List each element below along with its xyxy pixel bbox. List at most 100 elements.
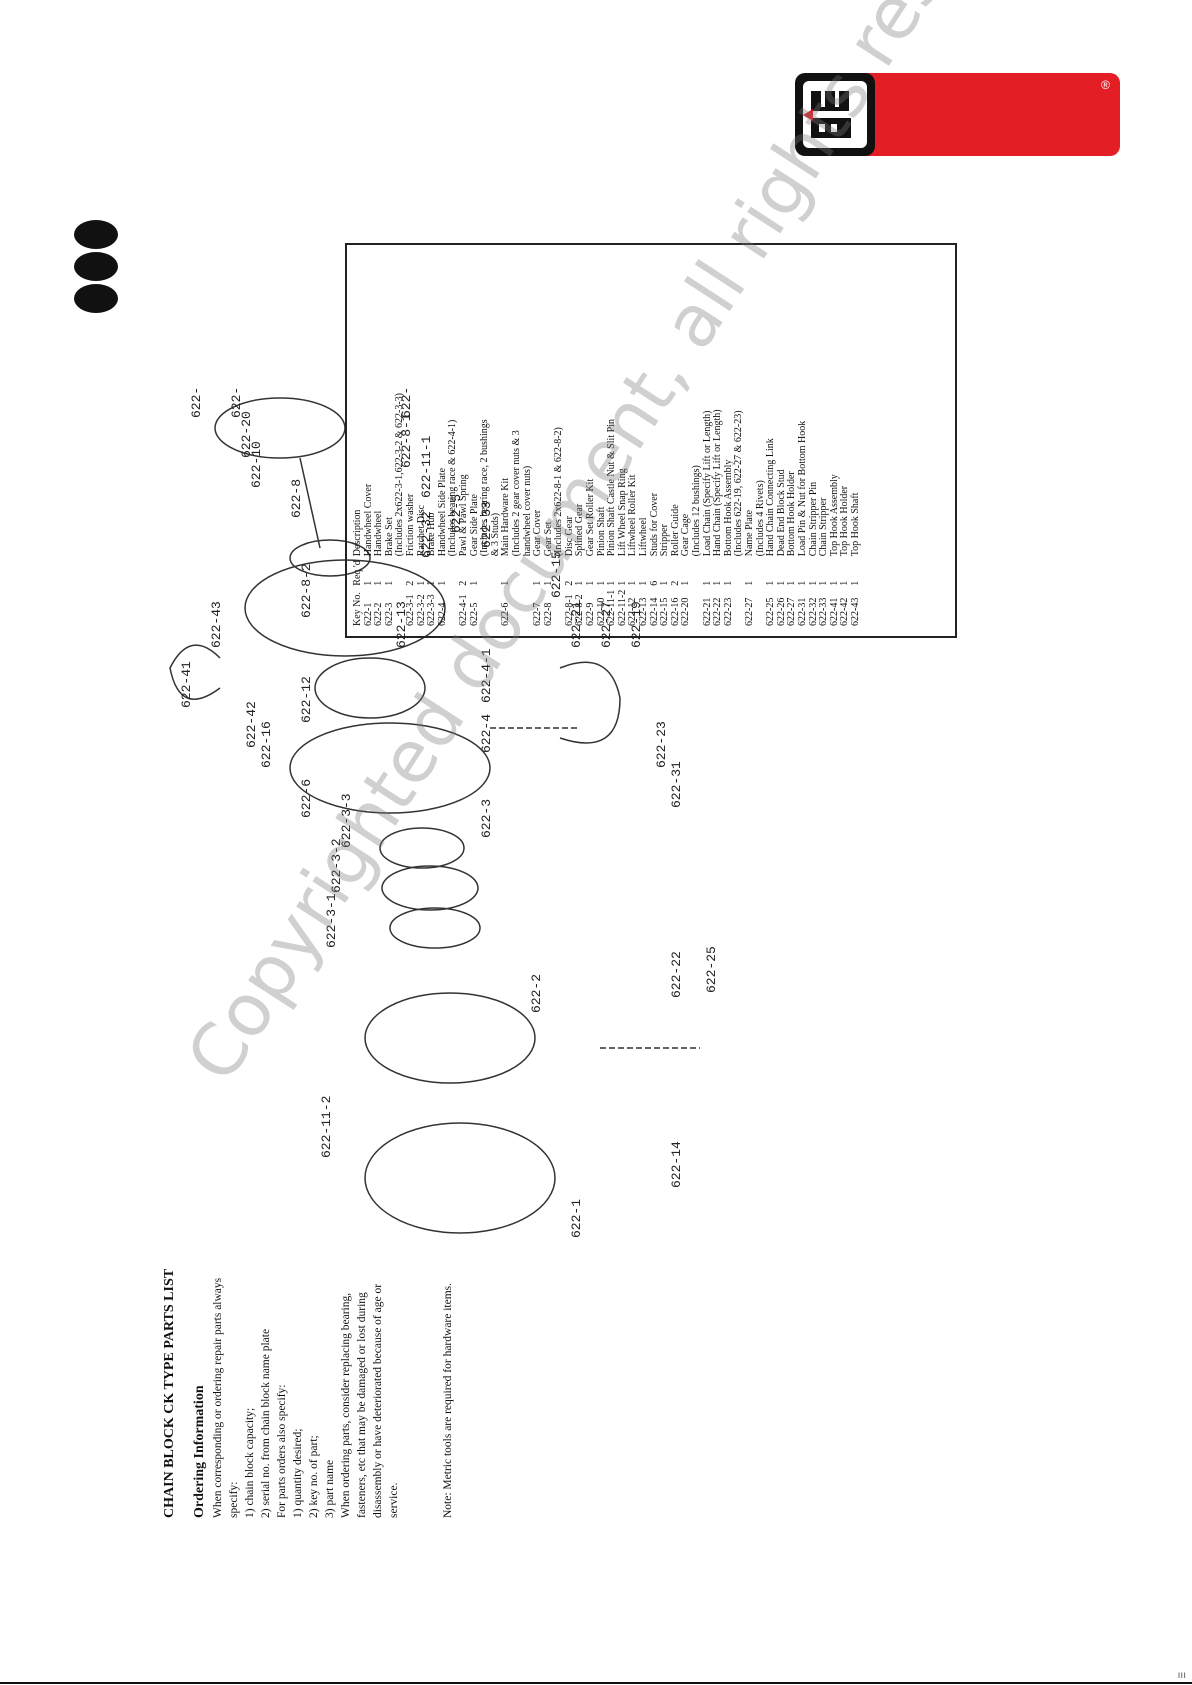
- handwheel-shape: [364, 992, 536, 1084]
- part-label: 622-14: [669, 1141, 684, 1188]
- pinion-shaft-shape: [299, 457, 321, 549]
- part-key: 622-23: [722, 597, 734, 626]
- logo-red-band: ®: [865, 73, 1120, 156]
- ordering-item: 3) part name: [324, 1459, 336, 1518]
- part-key: 622-3: [383, 602, 395, 626]
- part-label: 622-11-2: [319, 1096, 334, 1158]
- part-desc: Pawl & Pawl Spring: [457, 474, 469, 557]
- part-desc: Friction washer: [404, 493, 416, 557]
- part-label: 622-3-2: [329, 838, 344, 893]
- part-label: 622-13: [394, 601, 409, 648]
- part-label: 622-42: [244, 701, 259, 748]
- key-no-header: Key No.: [352, 592, 363, 626]
- part-req: 2: [457, 580, 469, 586]
- part-label: 622-20: [239, 411, 254, 458]
- handwheel-cover-shape: [364, 1122, 556, 1234]
- part-label: 622-4: [479, 714, 494, 753]
- part-req: 2: [404, 580, 416, 586]
- part-label: 622-7: [189, 388, 204, 418]
- part-label: 622-8-1: [399, 413, 414, 468]
- part-label: 622-3-3: [339, 793, 354, 848]
- part-label: 622-8: [289, 479, 304, 518]
- part-label: 622-1: [569, 1199, 584, 1238]
- metric-note: Note: Metric tools are required for hard…: [442, 1282, 454, 1518]
- gear-cage-shape: [214, 397, 346, 459]
- side-plate-shape: [289, 722, 491, 814]
- bullet-dot: [74, 220, 118, 249]
- part-label: 622-33: [479, 501, 494, 548]
- part-label: 622-32: [419, 511, 434, 558]
- req-header: Req 'd: [352, 560, 363, 586]
- part-label: 622-10: [249, 441, 264, 488]
- part-label: 622-8-2: [299, 563, 314, 618]
- part-label: 622-25: [704, 946, 719, 993]
- splined-gear-shape: [289, 539, 371, 577]
- part-label: 622-6: [229, 388, 244, 418]
- part-label: 622-16: [259, 721, 274, 768]
- part-label: 622-5: [449, 494, 464, 533]
- part-label: 622-11-1: [419, 435, 434, 498]
- part-label: 622-4-1: [479, 648, 494, 703]
- part-label: 622-41: [179, 661, 194, 708]
- part-label: 622-6: [299, 779, 314, 818]
- part-key: [692, 586, 703, 626]
- bottom-hook-shape: [559, 661, 621, 744]
- part-key: 622-20: [680, 597, 692, 626]
- bottom-rule: [0, 1682, 1192, 1684]
- part-req: 1: [436, 580, 448, 586]
- part-req: 1: [722, 580, 734, 586]
- part-req: 1: [796, 580, 808, 586]
- part-key: 622-27: [743, 597, 755, 626]
- bullet-dot: [74, 284, 118, 313]
- parts-row: (Includes 622-19, 622-27 & 622-23): [733, 389, 745, 626]
- part-req: 1: [680, 580, 692, 586]
- part-req: 1: [849, 580, 861, 586]
- part-desc: (Includes 12 bushings): [691, 465, 702, 557]
- part-label: 622-3-1: [324, 893, 339, 948]
- friction-washer-shape: [389, 907, 481, 949]
- part-desc: Load Pin & Nut for Bottom Hook: [796, 420, 808, 557]
- exploded-parts-diagram: 622-1 622-14 622-11-2 622-2 2 622-25 622-…: [169, 388, 719, 1238]
- part-key: 622-3-1: [404, 594, 416, 626]
- parts-row: 622-3-1 2 Friction washer: [404, 389, 417, 626]
- part-label: 622-27: [599, 601, 614, 648]
- part-label: 622-19: [629, 601, 644, 648]
- part-label: 622-43: [209, 601, 224, 648]
- part-key: 622-43: [849, 597, 861, 626]
- page-title: CHAIN BLOCK CK TYPE PARTS LIST: [162, 1268, 177, 1518]
- top-hook-shape: [169, 644, 221, 700]
- gear-side-plate-shape: [244, 559, 446, 657]
- part-label: 622-21: [569, 601, 584, 648]
- part-label: 622-31: [669, 761, 684, 808]
- part-key: 622-31: [796, 597, 808, 626]
- logo-mark: [795, 73, 875, 156]
- ordering-item: 1) quantity desired;: [292, 1428, 304, 1518]
- mw-logo-icon: [803, 81, 867, 148]
- part-req: 1: [383, 580, 395, 586]
- ordering-item: 2) key no. of part;: [308, 1435, 320, 1518]
- parts-row: 622-43 1 Top Hook Shaft: [849, 389, 862, 626]
- part-label: 622-23: [654, 721, 669, 768]
- parts-row: 622-31 1 Load Pin & Nut for Bottom Hook: [796, 389, 809, 626]
- ordering-information: Ordering Information When corresponding …: [192, 1258, 402, 1518]
- part-key: 622-4: [436, 602, 448, 626]
- description-header: Description: [352, 509, 363, 557]
- part-label: 622-9: [399, 388, 414, 418]
- bullet-dot: [74, 252, 118, 281]
- part-desc: Top Hook Shaft: [849, 492, 861, 557]
- parts-header-row: Key No. Req 'd Description: [352, 389, 364, 626]
- company-logo: ®: [795, 73, 1120, 156]
- part-desc: Name Plate: [743, 509, 755, 557]
- rotated-parts-page: CHAIN BLOCK CK TYPE PARTS LIST Ordering …: [160, 218, 980, 1518]
- part-label: 622-3: [479, 799, 494, 838]
- corner-mark: ııı: [1177, 1670, 1186, 1681]
- part-req: 1: [743, 580, 755, 586]
- ordering-also: For parts orders also specify:: [276, 1384, 288, 1519]
- ratchet-disc-shape: [381, 865, 479, 911]
- part-label: 622-2: [529, 974, 544, 1013]
- part-label: 622-12: [299, 676, 314, 723]
- parts-row: (Includes 12 bushings): [691, 389, 703, 626]
